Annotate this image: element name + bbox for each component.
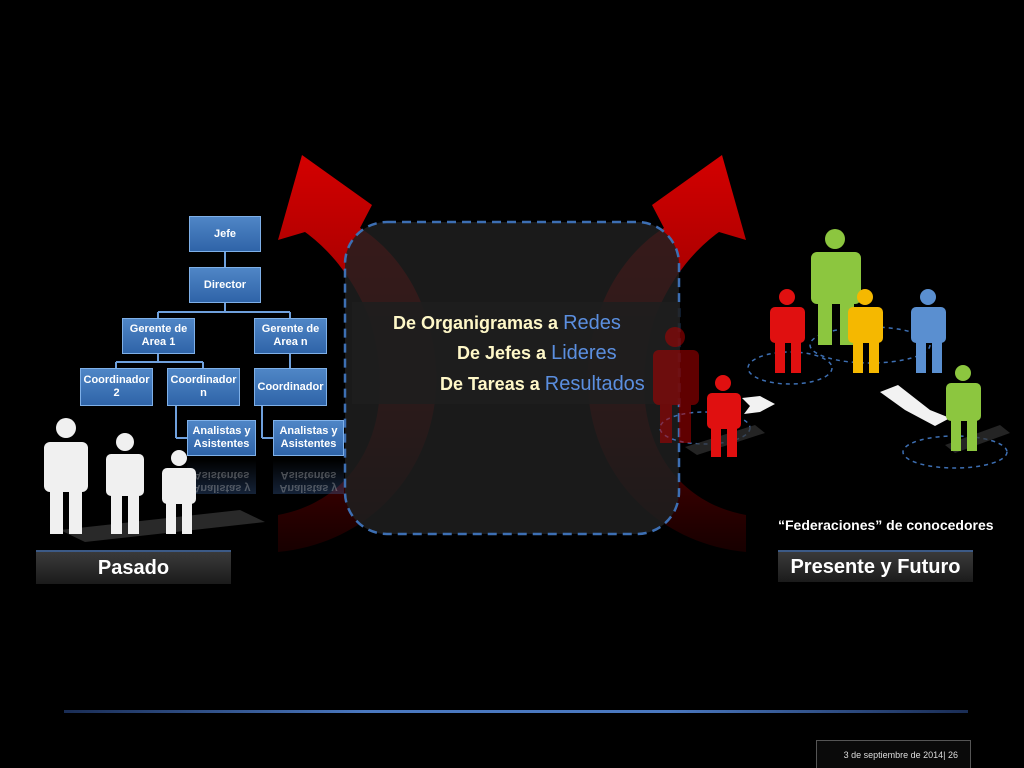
network-people-group <box>653 229 1010 457</box>
reflection-analistas-2: Analistas y Asistentes <box>273 460 344 494</box>
org-box-gerente-1: Gerente de Area 1 <box>122 318 195 354</box>
footer-box: 3 de septiembre de 2014| 26 <box>816 740 971 768</box>
org-box-coordinador: Coordinador <box>254 368 327 406</box>
double-arrows <box>742 385 950 426</box>
line3-highlight: Resultados <box>544 373 645 395</box>
past-label: Pasado <box>36 550 231 584</box>
line2-highlight: Lideres <box>551 342 617 364</box>
person-icon-white-1 <box>44 418 88 534</box>
person-icon-white-3 <box>162 450 196 534</box>
person-icon-red-2 <box>770 289 805 373</box>
org-box-coordinador-2: Coordinador 2 <box>80 368 153 406</box>
footer-page: | 26 <box>943 749 958 760</box>
person-icon-red-1 <box>707 375 741 457</box>
person-icon-green-2 <box>946 365 981 451</box>
center-line-2: De Jefes a Lideres <box>457 342 617 365</box>
footer-divider <box>64 710 968 713</box>
org-box-jefe: Jefe <box>189 216 261 252</box>
center-line-1: De Organigramas a Redes <box>393 312 621 335</box>
person-icon-white-2 <box>106 433 144 534</box>
person-icon-blue <box>911 289 946 373</box>
person-icon-red-faded <box>653 327 699 443</box>
center-text-band <box>352 302 680 404</box>
person-icon-yellow <box>848 289 883 373</box>
future-label: Presente y Futuro <box>778 550 973 582</box>
org-box-coordinador-n: Coordinador n <box>167 368 240 406</box>
org-box-analistas-2: Analistas y Asistentes <box>273 420 344 456</box>
past-people-group <box>44 418 196 534</box>
line2-prefix: De Jefes a <box>457 343 547 363</box>
org-box-director: Director <box>189 267 261 303</box>
org-connectors <box>115 252 291 439</box>
line1-prefix: De Organigramas a <box>393 313 559 333</box>
org-box-gerente-n: Gerente de Area n <box>254 318 327 354</box>
line1-highlight: Redes <box>563 312 621 334</box>
footer-date: 3 de septiembre de 2014 <box>843 749 944 760</box>
center-line-3: De Tareas a Resultados <box>440 373 645 396</box>
org-box-analistas-1: Analistas y Asistentes <box>187 420 256 456</box>
federations-caption: “Federaciones” de conocedores <box>778 517 994 533</box>
line3-prefix: De Tareas a <box>440 374 540 394</box>
